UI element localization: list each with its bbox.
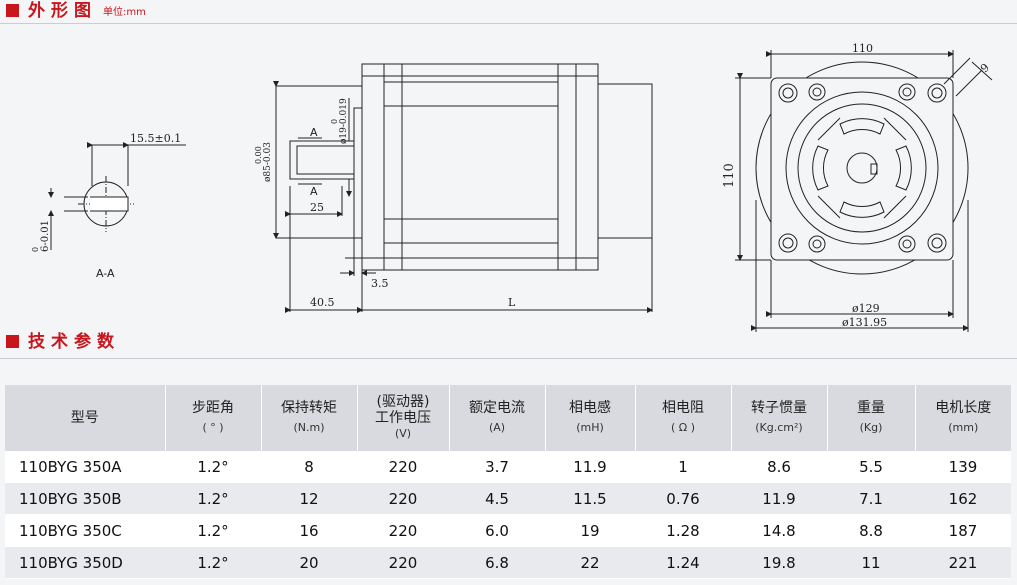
header-holding-torque: 保持转矩(N.m)	[261, 385, 358, 451]
outline-section-header: 外形图 单位:mm	[6, 2, 146, 20]
key-length-dim: 25	[310, 201, 324, 214]
cell: 6.8	[449, 546, 545, 579]
header-weight: 重量(Kg)	[827, 385, 916, 451]
cell: 22	[545, 546, 635, 579]
cell: 16	[261, 514, 357, 547]
cell: 6.0	[449, 514, 545, 547]
cell: 0.76	[635, 482, 731, 515]
header-resistance: 相电阻( Ω )	[635, 385, 732, 451]
table-row: 110BYG 350B 1.2° 12 220 4.5 11.5 0.76 11…	[5, 482, 1011, 515]
body-length-dim: L	[508, 296, 516, 309]
header-inertia: 转子惯量(Kg.cm²)	[731, 385, 828, 451]
shaft-dia-dim-upper: 0	[330, 119, 339, 124]
cell-model: 110BYG 350C	[5, 514, 165, 547]
cell: 11.5	[545, 482, 635, 515]
cell-model: 110BYG 350A	[5, 451, 165, 483]
cell: 3.7	[449, 451, 545, 483]
header-model: 型号	[5, 385, 166, 451]
unit-note: 单位:mm	[103, 7, 146, 18]
cell: 11.9	[731, 482, 827, 515]
cell: 187	[915, 514, 1011, 547]
cell: 1.28	[635, 514, 731, 547]
cell: 1.2°	[165, 451, 261, 483]
cell-model: 110BYG 350B	[5, 482, 165, 515]
specs-section-title: 技术参数	[28, 332, 120, 352]
cell: 14.8	[731, 514, 827, 547]
cell: 162	[915, 482, 1011, 515]
cell: 1.2°	[165, 514, 261, 547]
cell: 1.2°	[165, 482, 261, 515]
cell: 1.2°	[165, 546, 261, 579]
outline-drawing: 15.5±0.1 6-0.01 0 A-A	[31, 42, 993, 332]
cell: 139	[915, 451, 1011, 483]
section-marker	[6, 335, 19, 348]
pilot-length-dim: 3.5	[371, 277, 389, 290]
cell: 4.5	[449, 482, 545, 515]
header-inductance: 相电感(mH)	[545, 385, 636, 451]
side-view	[273, 63, 653, 313]
cell: 1.24	[635, 546, 731, 579]
table-row: 110BYG 350D 1.2° 20 220 6.8 22 1.24 19.8…	[5, 546, 1011, 579]
outline-section-title: 外形图	[28, 1, 97, 21]
aa-width-dim: 15.5±0.1	[130, 132, 181, 145]
cell: 11	[827, 546, 915, 579]
dia-131-dim: ø131.95	[842, 316, 887, 329]
specs-table: 型号 步距角( ° ) 保持转矩(N.m) (驱动器)工作电压(V) 额定电流(…	[5, 385, 1011, 579]
cell: 19	[545, 514, 635, 547]
cell: 1	[635, 451, 731, 483]
cell: 5.5	[827, 451, 915, 483]
hole-dim: 9	[978, 61, 992, 75]
cell: 19.8	[731, 546, 827, 579]
cell: 220	[357, 451, 449, 483]
front-height-dim: 110	[722, 163, 737, 188]
cell: 20	[261, 546, 357, 579]
cell: 8.8	[827, 514, 915, 547]
header-current: 额定电流(A)	[449, 385, 546, 451]
cell: 220	[357, 546, 449, 579]
table-row: 110BYG 350C 1.2° 16 220 6.0 19 1.28 14.8…	[5, 514, 1011, 547]
front-view	[735, 50, 993, 332]
header-length: 电机长度(mm)	[915, 385, 1011, 451]
cell-model: 110BYG 350D	[5, 546, 165, 579]
table-header-row: 型号 步距角( ° ) 保持转矩(N.m) (驱动器)工作电压(V) 额定电流(…	[5, 385, 1011, 451]
cell: 221	[915, 546, 1011, 579]
dia-129-dim: ø129	[852, 302, 880, 315]
section-marker-a-bottom: A	[310, 185, 318, 198]
specs-section-header: 技术参数	[6, 333, 120, 351]
header-voltage: (驱动器)工作电压(V)	[357, 385, 450, 451]
shaft-length-dim: 40.5	[310, 296, 335, 309]
cell: 11.9	[545, 451, 635, 483]
section-divider	[0, 358, 1017, 359]
aa-key-dim: 6-0.01	[40, 220, 51, 252]
aa-key-dim-upper: 0	[31, 247, 40, 252]
pilot-dia-dim-upper: 0.00	[254, 146, 263, 164]
shaft-dia-dim: ø19-0.019	[339, 98, 349, 144]
section-divider	[0, 23, 1017, 24]
cell: 220	[357, 514, 449, 547]
pilot-dia-dim: ø85-0.03	[263, 142, 273, 182]
cell: 12	[261, 482, 357, 515]
section-marker	[6, 4, 19, 17]
header-step-angle: 步距角( ° )	[165, 385, 262, 451]
table-row: 110BYG 350A 1.2° 8 220 3.7 11.9 1 8.6 5.…	[5, 451, 1011, 483]
cell: 220	[357, 482, 449, 515]
front-width-dim: 110	[852, 42, 873, 55]
cell: 7.1	[827, 482, 915, 515]
cell: 8.6	[731, 451, 827, 483]
section-marker-a-top: A	[310, 126, 318, 139]
section-aa-view	[48, 142, 186, 250]
aa-label: A-A	[96, 267, 115, 280]
cell: 8	[261, 451, 357, 483]
